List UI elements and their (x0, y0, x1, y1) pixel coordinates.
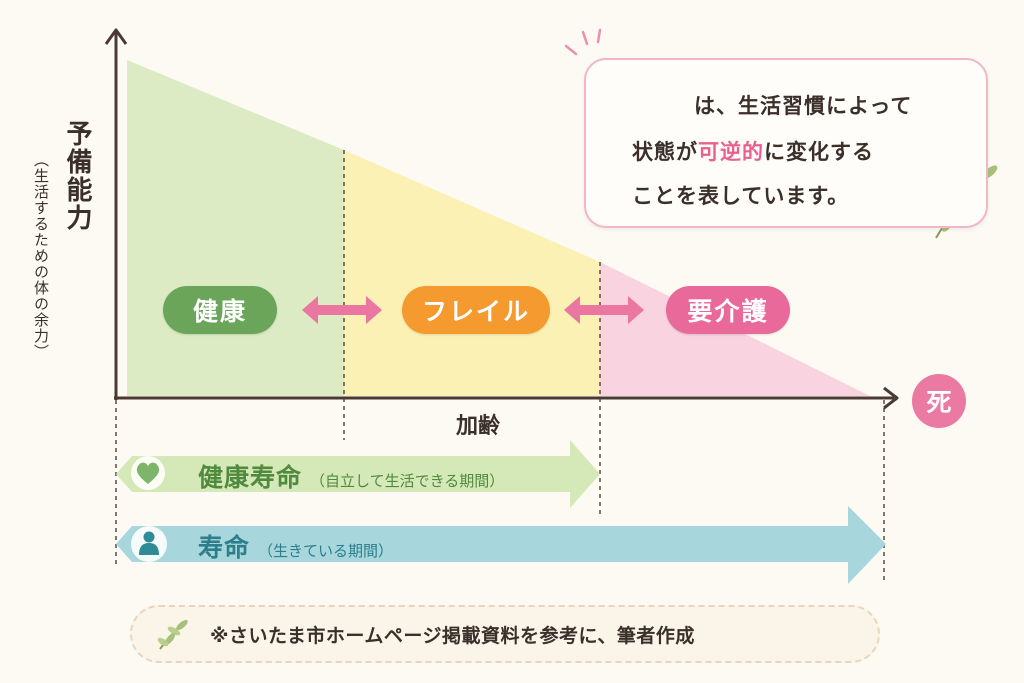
sparkle-icon (564, 28, 602, 56)
y-axis-label: 予備能力 (62, 120, 92, 232)
legend-line-1: は、生活習慣によって (694, 90, 912, 120)
legend-line-1-text: は、生活習慣によって (694, 94, 913, 118)
double-arrow-frailty-care (564, 296, 644, 324)
legend-line-3: ことを表しています。 (632, 184, 850, 208)
lifespan-arrow (116, 506, 886, 584)
healthy-lifespan-note: （自立して生活できる期間） (310, 472, 505, 490)
legend-line-2-before: 状態が (632, 140, 698, 164)
health-area (127, 60, 344, 396)
footnote-text: ※さいたま市ホームページ掲載資料を参考に、筆者作成 (210, 625, 695, 647)
healthy-lifespan-arrow (116, 440, 600, 508)
lifespan-title: 寿命 (198, 533, 251, 562)
footnote-box: ※さいたま市ホームページ掲載資料を参考に、筆者作成 (130, 605, 880, 663)
lifespan-note: （生きている期間） (258, 542, 394, 560)
legend-callout (584, 58, 988, 228)
stage-frailty-pill: フレイル (402, 286, 550, 334)
heart-icon (136, 462, 160, 484)
lifespan-label: 寿命 （生きている期間） (198, 528, 393, 564)
frailty-area (344, 150, 600, 396)
x-axis-arrowhead (883, 386, 899, 410)
y-axis-arrowhead (104, 28, 128, 45)
x-axis-label: 加齢 (455, 414, 500, 439)
legend-line-2: 状態が可逆的に変化する (632, 136, 874, 166)
healthy-lifespan-label: 健康寿命 （自立して生活できる期間） (198, 458, 504, 494)
legend-highlight: 可逆的 (698, 140, 764, 164)
healthy-lifespan-title: 健康寿命 (198, 463, 303, 492)
leaf-icon (157, 619, 188, 650)
death-endpoint-badge: 死 (912, 374, 966, 428)
stage-care-pill: 要介護 (666, 286, 790, 334)
y-axis-sublabel: （生活するための体の余力） (32, 152, 50, 360)
double-arrow-health-frailty (302, 296, 382, 324)
legend-line-2-after: に変化する (764, 140, 874, 164)
person-icon (139, 531, 159, 555)
stage-health-pill: 健康 (163, 286, 277, 334)
